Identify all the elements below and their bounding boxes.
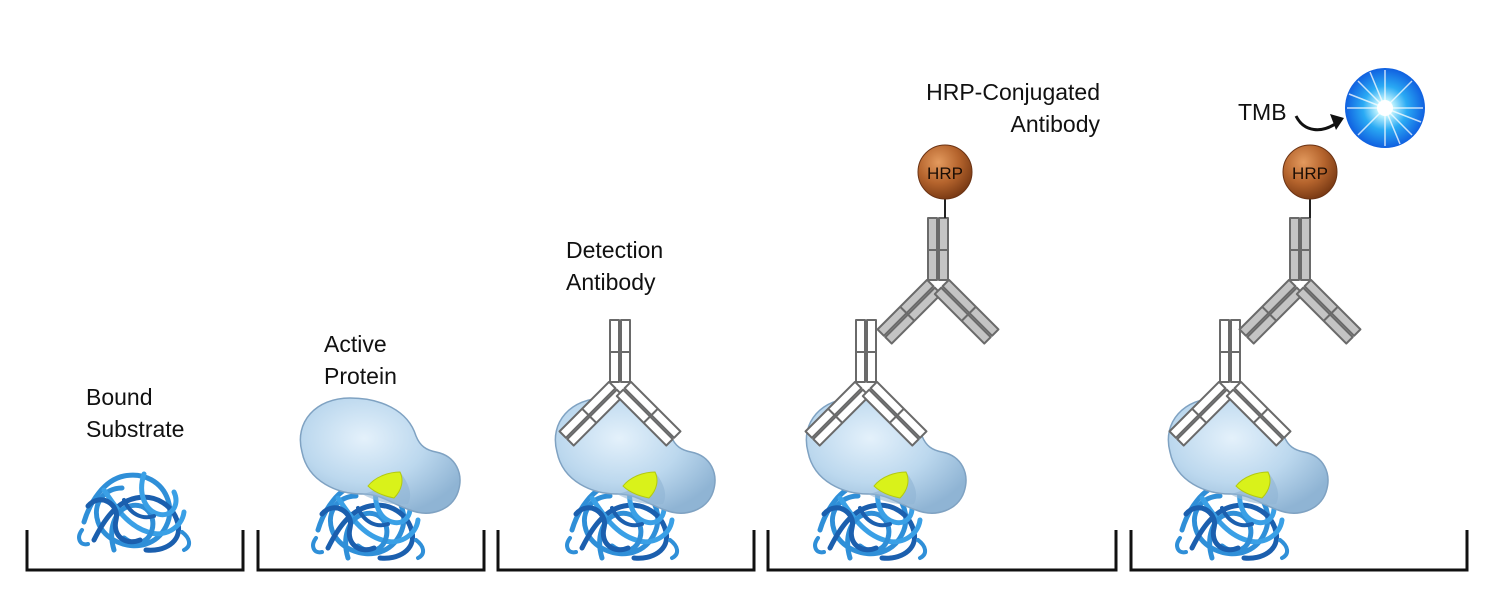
hrp-antibody-4 bbox=[876, 217, 1000, 345]
tmb-signal-burst bbox=[1345, 68, 1425, 148]
label-line: Protein bbox=[324, 363, 397, 389]
label-line: Detection bbox=[566, 237, 664, 263]
well-1 bbox=[25, 530, 245, 572]
well-3 bbox=[496, 530, 756, 572]
label-line: Active bbox=[324, 331, 387, 357]
tmb-arrow bbox=[1294, 114, 1344, 132]
active-protein-2 bbox=[299, 397, 461, 514]
label-line: Antibody bbox=[566, 269, 656, 295]
label-line: Substrate bbox=[86, 416, 185, 442]
well-4 bbox=[766, 530, 1118, 572]
label-line: HRP-Conjugated bbox=[926, 79, 1100, 105]
hrp-bead-4: HRP bbox=[917, 144, 973, 218]
label-line: TMB bbox=[1238, 99, 1287, 125]
label-active-protein: Active Protein bbox=[324, 328, 397, 392]
wells bbox=[25, 530, 1469, 572]
well-5 bbox=[1129, 530, 1469, 572]
label-bound-substrate: Bound Substrate bbox=[86, 381, 184, 445]
well-2 bbox=[256, 530, 486, 572]
bound-substrate-1 bbox=[79, 474, 189, 550]
label-line: Bound bbox=[86, 384, 153, 410]
label-detection-antibody: Detection Antibody bbox=[566, 234, 663, 298]
label-line: Antibody bbox=[1010, 111, 1100, 137]
label-hrp-conjugated-antibody: HRP-Conjugated Antibody bbox=[880, 76, 1100, 140]
label-tmb: TMB bbox=[1238, 96, 1287, 128]
hrp-antibody-5 bbox=[1238, 217, 1362, 345]
hrp-text: HRP bbox=[927, 164, 963, 183]
hrp-text: HRP bbox=[1292, 164, 1328, 183]
hrp-bead-5: HRP bbox=[1282, 144, 1338, 218]
